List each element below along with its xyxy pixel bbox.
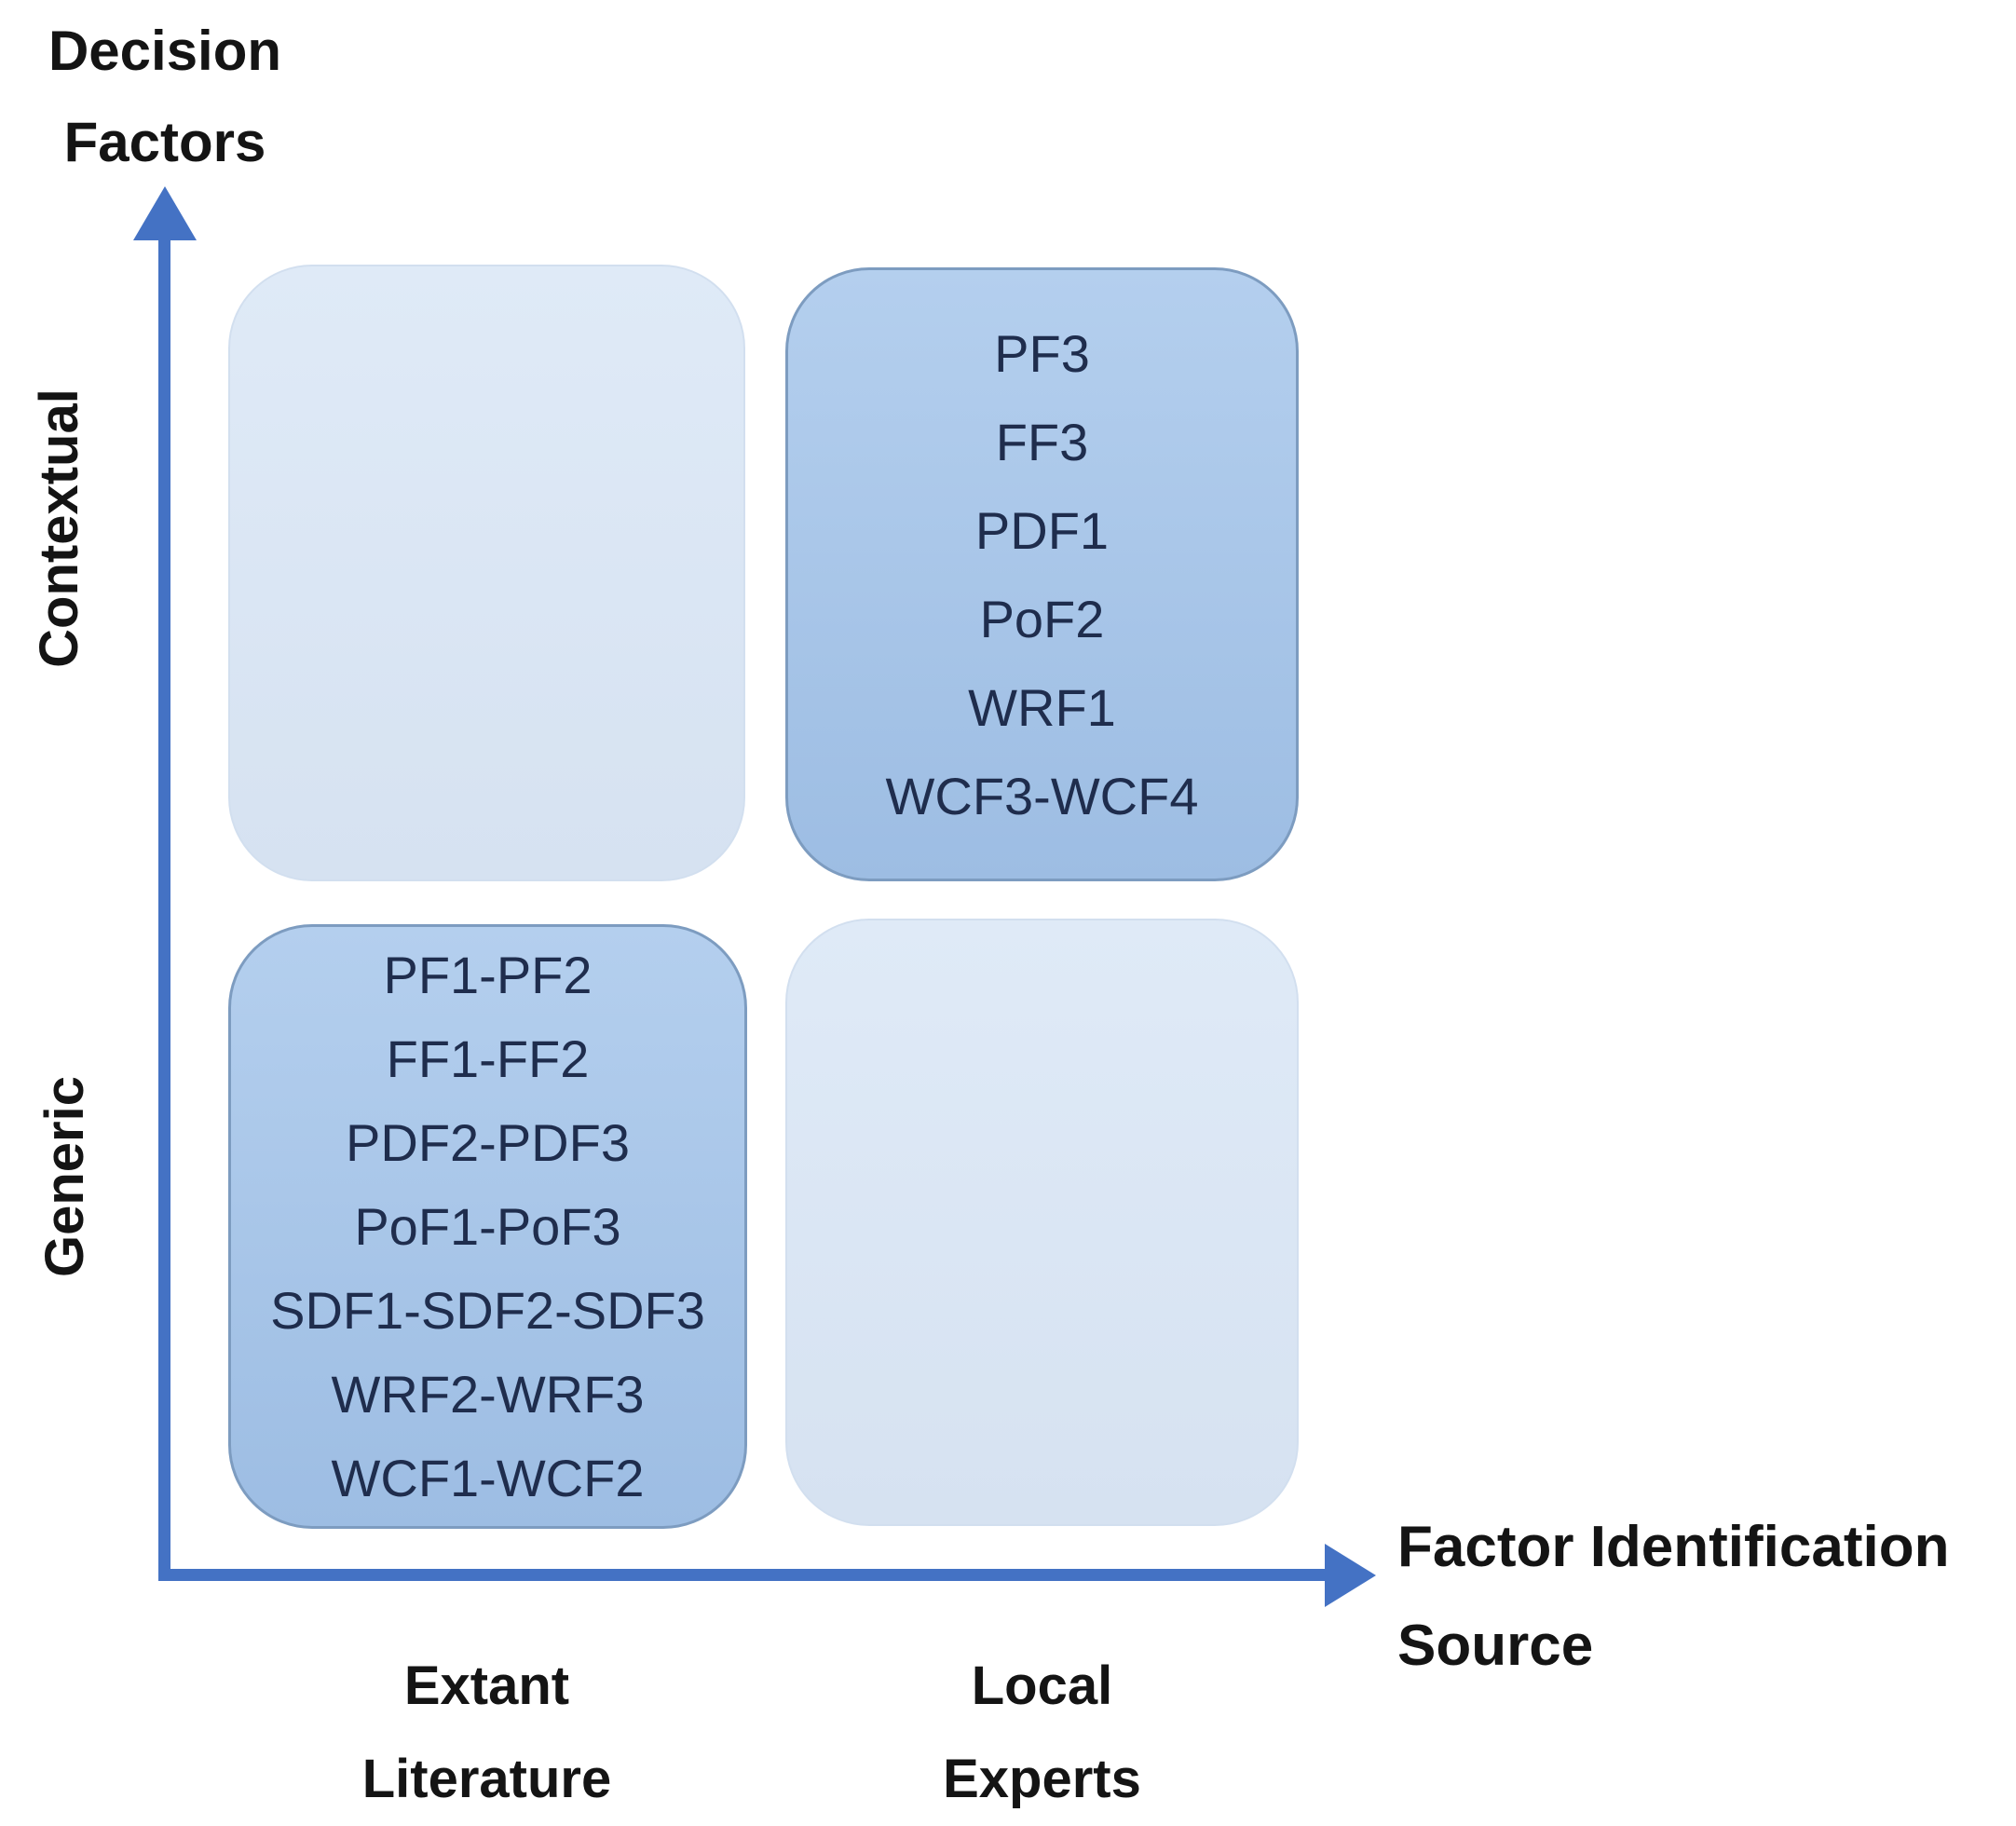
x-category-local-line2: Experts [943,1749,1141,1809]
x-category-local-experts: Local Experts [785,1640,1299,1826]
factor-code: WCF1-WCF2 [331,1448,645,1507]
quadrant-contextual-extant-literature [228,265,745,881]
x-category-extant-line1: Extant [403,1656,570,1716]
factor-code: PF3 [994,323,1090,383]
y-axis-arrowhead-icon [133,186,197,240]
quadrant-contextual-local-experts: PF3 FF3 PDF1 PoF2 WRF1 WCF3-WCF4 [785,267,1299,881]
factor-code: FF3 [995,412,1089,471]
factor-code: WRF1 [968,677,1116,737]
y-category-generic: Generic [34,1076,95,1277]
factor-code: PDF2-PDF3 [346,1112,630,1172]
x-axis-title-line2: Source [1397,1614,1594,1678]
x-axis-arrowhead-icon [1325,1544,1376,1607]
x-category-extant-line2: Literature [361,1749,612,1809]
y-axis-title-line1: Decision [48,20,282,82]
factor-code: PoF1-PoF3 [354,1196,621,1256]
y-axis-line [158,228,170,1579]
factor-code: WRF2-WRF3 [331,1364,645,1424]
factor-code: WCF3-WCF4 [885,766,1199,825]
factor-code: PDF1 [974,500,1110,560]
factor-code: SDF1-SDF2-SDF3 [270,1280,705,1340]
y-axis-title-line2: Factors [63,111,266,173]
factor-code: PoF2 [979,589,1105,648]
y-axis-title: Decision Factors [17,6,313,188]
x-category-extant-literature: Extant Literature [228,1640,745,1826]
y-category-contextual: Contextual [29,388,89,668]
quadrant-generic-extant-literature: PF1-PF2 FF1-FF2 PDF2-PDF3 PoF1-PoF3 SDF1… [228,924,747,1529]
x-axis-title-line1: Factor Identification [1397,1515,1950,1579]
x-axis-title: Factor Identification Source [1397,1498,2016,1696]
x-category-local-line1: Local [971,1656,1113,1716]
factor-code: PF1-PF2 [383,945,593,1004]
x-axis-line [158,1569,1328,1581]
quadrant-generic-local-experts [785,919,1299,1526]
factor-code: FF1-FF2 [386,1029,590,1088]
